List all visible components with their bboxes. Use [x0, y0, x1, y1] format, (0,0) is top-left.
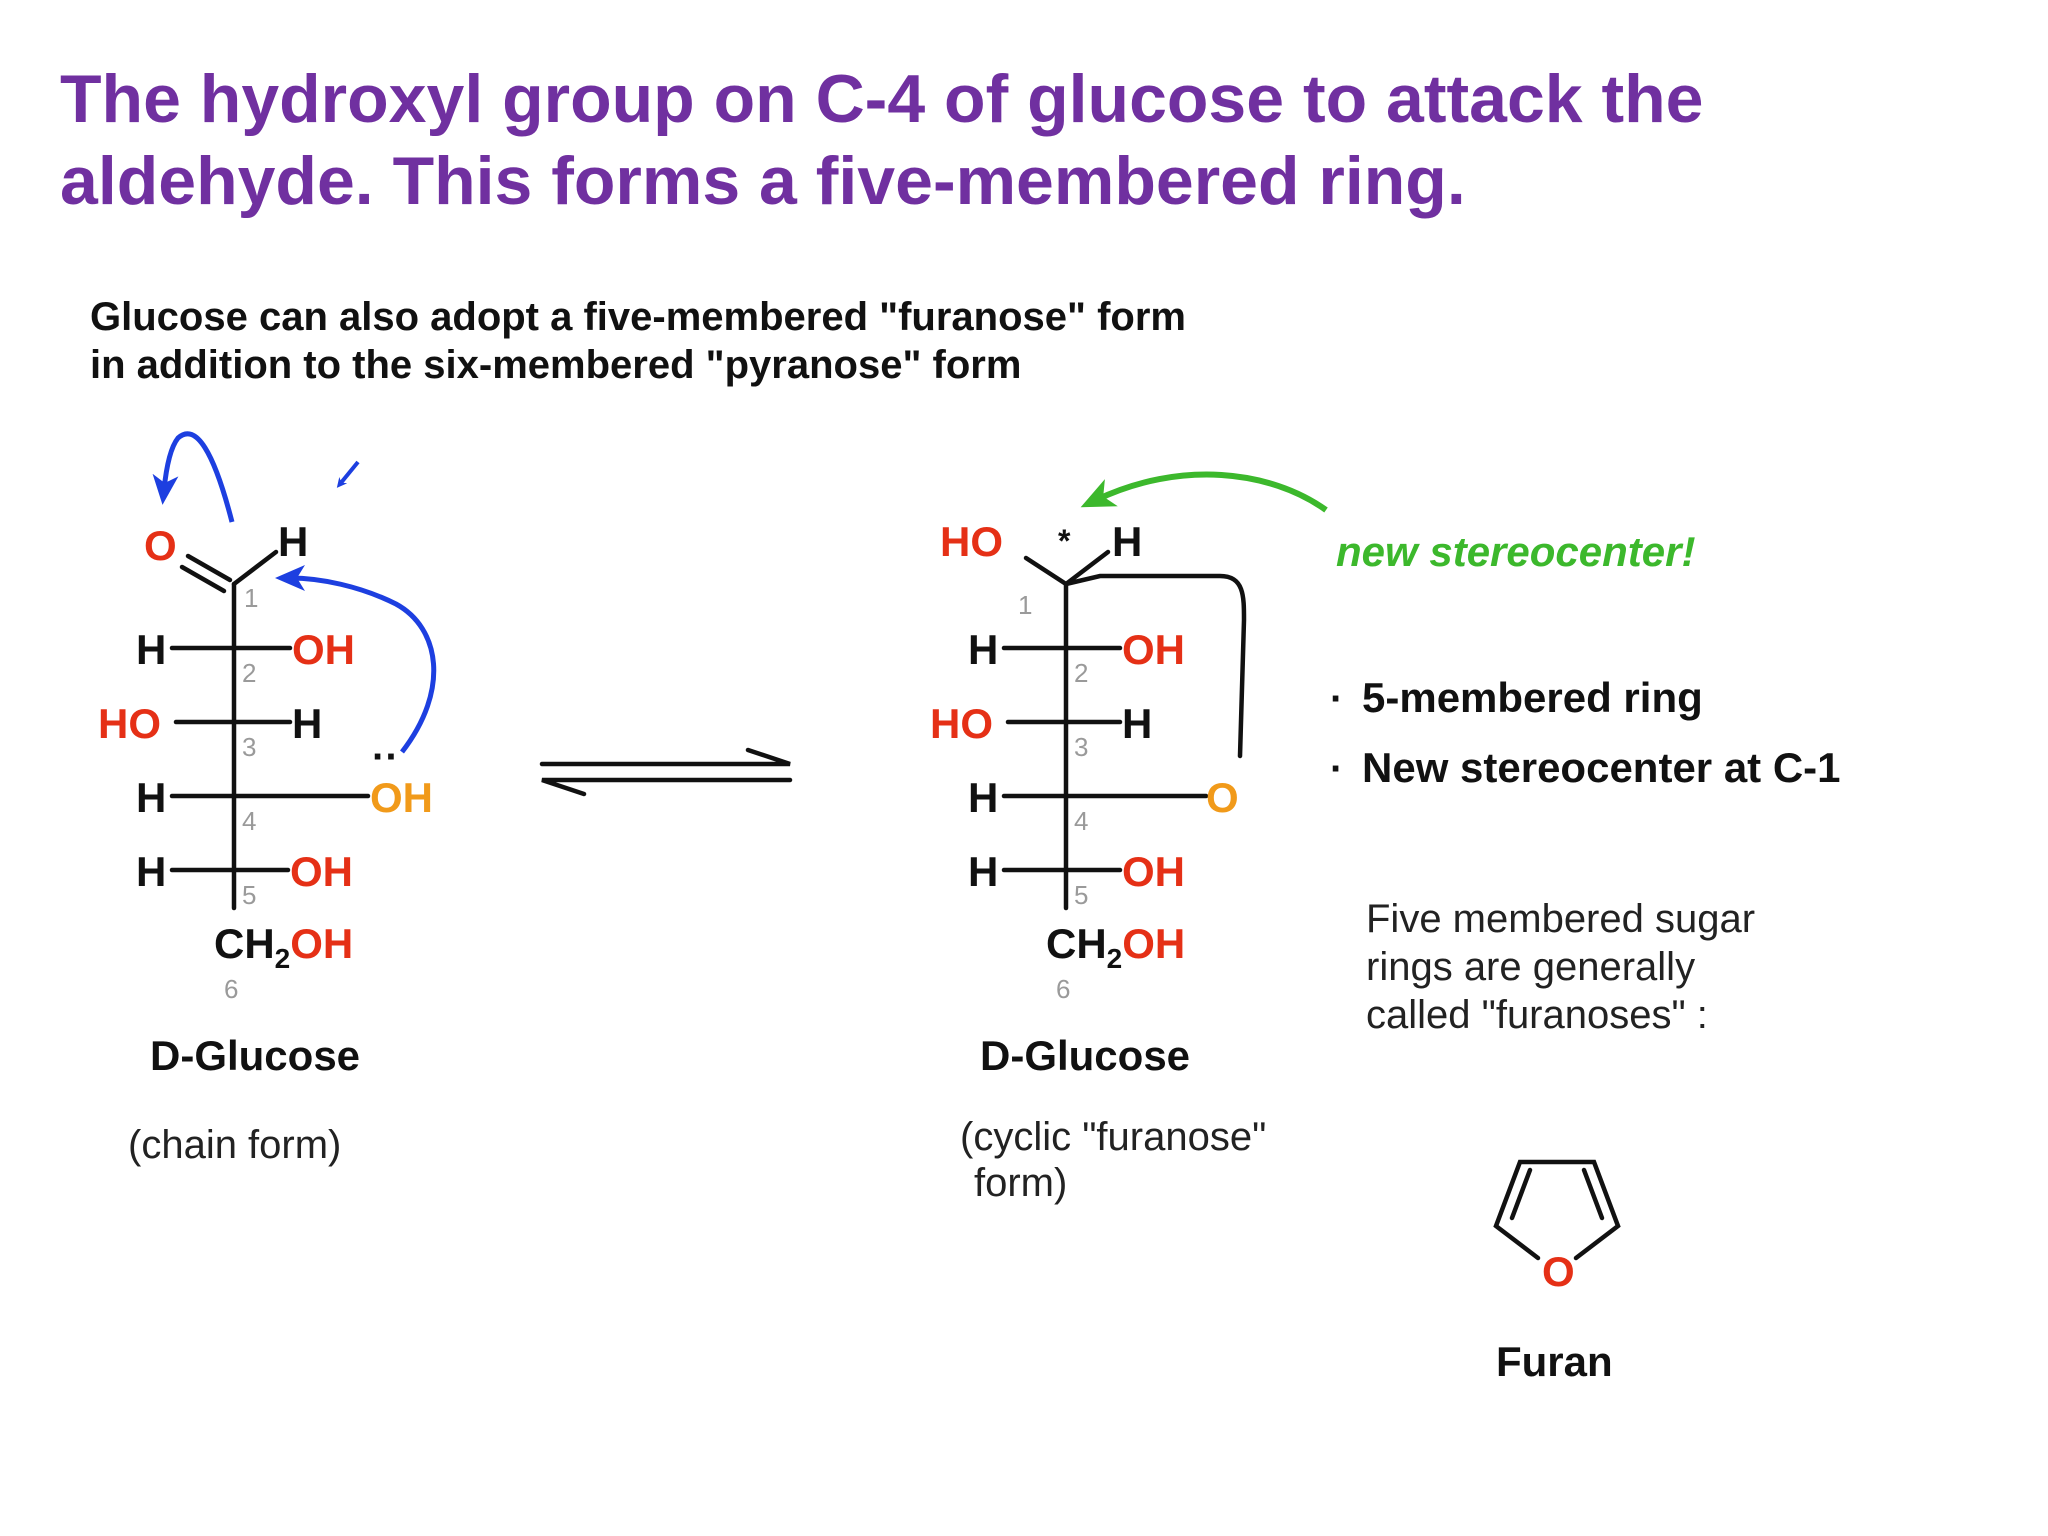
chain-aldehyde-oxygen: O — [144, 522, 177, 569]
nucleophilic-attack-arrow — [275, 565, 437, 754]
cyclic-form-label-line-2: form) — [974, 1161, 1067, 1205]
cyclic-c1-h: H — [1112, 518, 1142, 565]
chain-carbon-6: 6 — [224, 974, 238, 1004]
cyclic-carbon-2: 2 — [1074, 658, 1088, 688]
furan-ring — [1493, 1159, 1621, 1261]
bullet-dot-1: · — [1330, 677, 1343, 721]
note-line-1: Five membered sugar — [1366, 897, 1755, 941]
chain-c2-h: H — [136, 626, 166, 673]
furan-double-bond-right — [1581, 1167, 1605, 1221]
chain-c4-lone-pair: ·· — [372, 735, 399, 779]
chain-c4-oh: OH — [370, 774, 433, 821]
chain-c5-oh: OH — [290, 848, 353, 895]
bullet-dot-2: · — [1330, 747, 1343, 791]
chain-c4-h: H — [136, 774, 166, 821]
cyclic-c3-h: H — [1122, 700, 1152, 747]
stereocenter-arrow — [1080, 471, 1328, 513]
furan-name: Furan — [1496, 1338, 1613, 1385]
chain-carbon-5: 5 — [242, 880, 256, 910]
chain-c6-ch2oh: CH2OH — [214, 920, 353, 974]
aldehyde-double-bond-2 — [179, 564, 227, 594]
chain-carbon-2: 2 — [242, 658, 256, 688]
cyclic-c1-ho: HO — [940, 518, 1003, 565]
reverse-arrow — [541, 777, 793, 797]
small-blue-arrow — [336, 460, 360, 488]
aldehyde-double-bond-1 — [185, 553, 233, 583]
cyclic-carbon-3: 3 — [1074, 732, 1088, 762]
intro-line-1: Glucose can also adopt a five-membered "… — [90, 295, 1186, 339]
bullet-item-2: New stereocenter at C-1 — [1362, 744, 1841, 791]
equilibrium-arrows — [539, 747, 793, 797]
cyclic-c1-ho-bond — [1023, 555, 1069, 587]
chain-form-label: (chain form) — [128, 1123, 341, 1167]
cyclic-form-structure: HO H * H OH HO H H O H OH CH2OH 1 2 3 4 … — [930, 471, 1328, 1205]
intro-line-2: in addition to the six-membered "pyranos… — [90, 343, 1021, 387]
chain-carbon-3: 3 — [242, 732, 256, 762]
cyclic-ring-oxygen: O — [1206, 774, 1239, 821]
slide-title-line-2: aldehyde. This forms a five-membered rin… — [60, 143, 1466, 219]
cyclic-c5-oh: OH — [1122, 848, 1185, 895]
furan-oxygen: O — [1542, 1248, 1575, 1295]
carbonyl-electron-arrow — [152, 431, 235, 523]
cyclic-c1-h-bond — [1063, 549, 1111, 587]
furanose-note: Five membered sugar rings are generally … — [1366, 897, 1755, 1037]
intro-text: Glucose can also adopt a five-membered "… — [90, 295, 1186, 387]
chain-c2-oh: OH — [292, 626, 355, 673]
cyclic-c5-h: H — [968, 848, 998, 895]
cyclic-form-label-line-1: (cyclic "furanose" — [960, 1115, 1266, 1159]
cyclic-carbon-4: 4 — [1074, 806, 1088, 836]
bullet-item-1: 5-membered ring — [1362, 674, 1703, 721]
chain-name: D-Glucose — [150, 1032, 360, 1079]
chain-carbon-1: 1 — [244, 583, 258, 613]
chain-form-structure: O H H OH HO H H OH ·· H OH CH2OH 1 2 3 4… — [98, 431, 437, 1167]
slide-title-line-1: The hydroxyl group on C-4 of glucose to … — [60, 61, 1704, 137]
cyclic-name: D-Glucose — [980, 1032, 1190, 1079]
note-line-3: called "furanoses" : — [1366, 993, 1708, 1037]
forward-arrow — [539, 747, 791, 767]
cyclic-c6-ch2oh: CH2OH — [1046, 920, 1185, 974]
furan-structure: O Furan — [1493, 1159, 1621, 1385]
cyclic-c2-oh: OH — [1122, 626, 1185, 673]
new-stereocenter-annotation: new stereocenter! — [1336, 528, 1695, 575]
chain-c5-h: H — [136, 848, 166, 895]
chain-c3-ho: HO — [98, 700, 161, 747]
note-line-2: rings are generally — [1366, 945, 1695, 989]
chain-c3-h: H — [292, 700, 322, 747]
cyclic-carbon-1: 1 — [1018, 590, 1032, 620]
bullet-list: · 5-membered ring · New stereocenter at … — [1330, 674, 1841, 791]
ring-closure-bond — [1063, 573, 1247, 759]
chain-aldehyde-hydrogen: H — [278, 518, 308, 565]
slide-title: The hydroxyl group on C-4 of glucose to … — [60, 58, 1960, 222]
furan-double-bond-left — [1509, 1167, 1533, 1221]
chain-carbon-4: 4 — [242, 806, 256, 836]
stereocenter-star: * — [1058, 523, 1071, 559]
cyclic-carbon-6: 6 — [1056, 974, 1070, 1004]
cyclic-carbon-5: 5 — [1074, 880, 1088, 910]
cyclic-c3-ho: HO — [930, 700, 993, 747]
aldehyde-h-bond — [231, 549, 279, 587]
cyclic-c2-h: H — [968, 626, 998, 673]
cyclic-c4-h: H — [968, 774, 998, 821]
